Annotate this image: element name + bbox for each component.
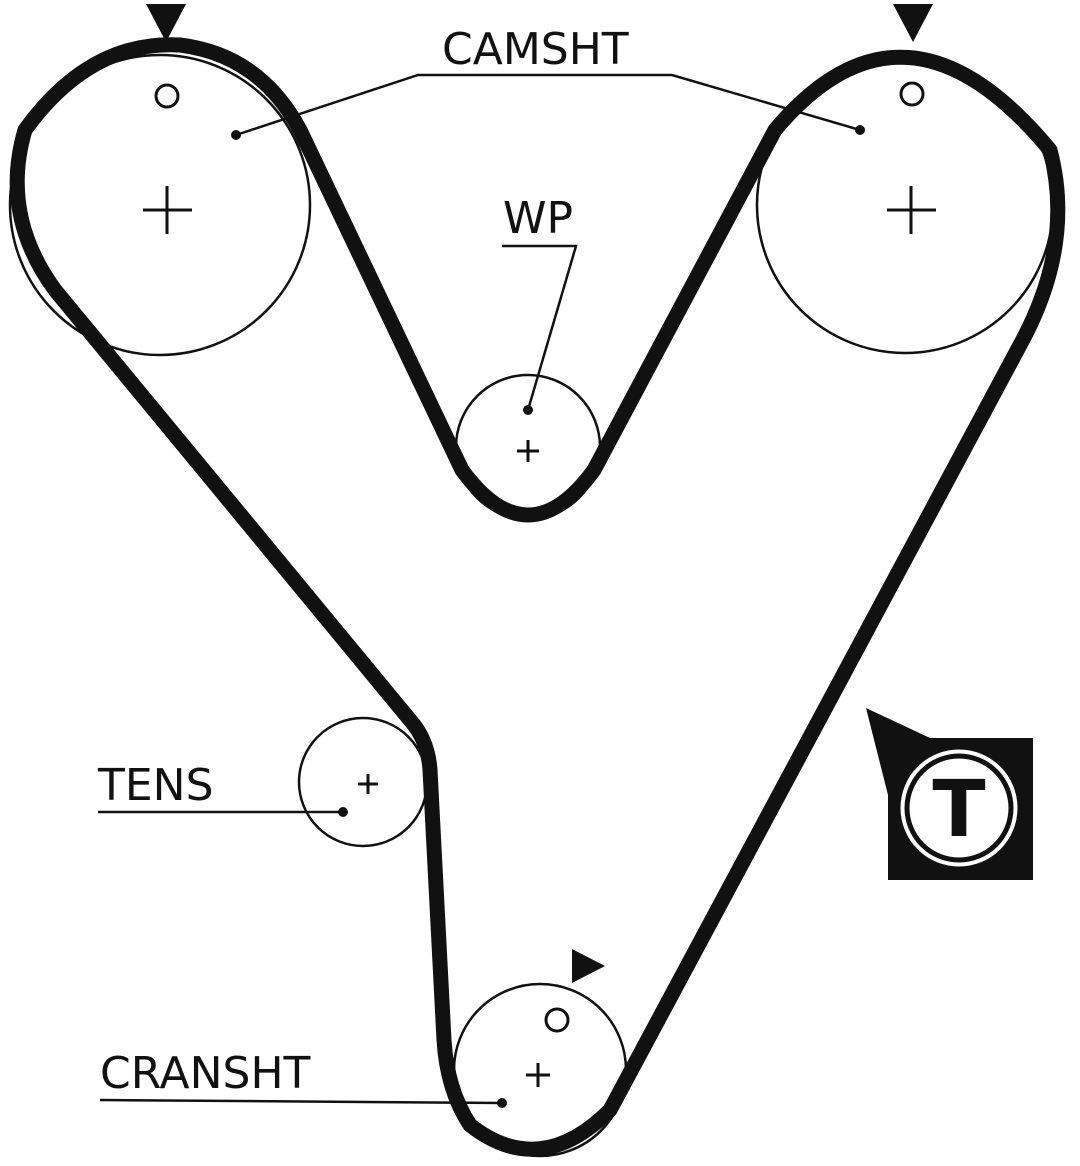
tension-symbol-circle bbox=[900, 749, 1018, 867]
crankshaft-timing-mark bbox=[544, 1007, 570, 1033]
camshaft-leader-right-dot bbox=[855, 125, 865, 135]
camshaft-label: CAMSHT bbox=[442, 24, 629, 75]
left-camshaft-alignment-arrow bbox=[146, 4, 186, 42]
left-camshaft-pulley bbox=[8, 53, 312, 357]
camshaft-leader-left-dot bbox=[231, 130, 241, 140]
crankshaft-center-cross bbox=[526, 1063, 550, 1087]
tension-symbol-letter: T bbox=[932, 765, 985, 855]
water-pump-center-cross bbox=[517, 440, 539, 462]
tension-symbol: T bbox=[866, 708, 1033, 880]
right-camshaft-alignment-arrow bbox=[893, 4, 933, 42]
crankshaft-alignment-arrow bbox=[572, 949, 605, 983]
crankshaft-leader-line bbox=[99, 1098, 503, 1105]
tension-symbol-ring bbox=[904, 753, 1014, 863]
right-camshaft-timing-mark bbox=[899, 81, 925, 107]
crankshaft-leader-dot bbox=[497, 1098, 507, 1108]
water-pump-leader-dot bbox=[523, 405, 533, 415]
timing-belt bbox=[9, 37, 1066, 1157]
tensioner-center-cross bbox=[358, 774, 378, 794]
left-camshaft-timing-mark bbox=[154, 83, 180, 109]
water-pump-label: WP bbox=[503, 193, 573, 244]
camshaft-leader-line bbox=[235, 73, 861, 137]
tensioner-label: TENS bbox=[97, 760, 214, 811]
left-camshaft-center-cross bbox=[143, 186, 192, 234]
tensioner-pulley bbox=[297, 716, 429, 848]
water-pump-leader-line bbox=[502, 244, 578, 411]
tensioner-leader-dot bbox=[338, 807, 348, 817]
right-camshaft-center-cross bbox=[887, 186, 936, 234]
crankshaft-label: CRANSHT bbox=[100, 1048, 311, 1099]
